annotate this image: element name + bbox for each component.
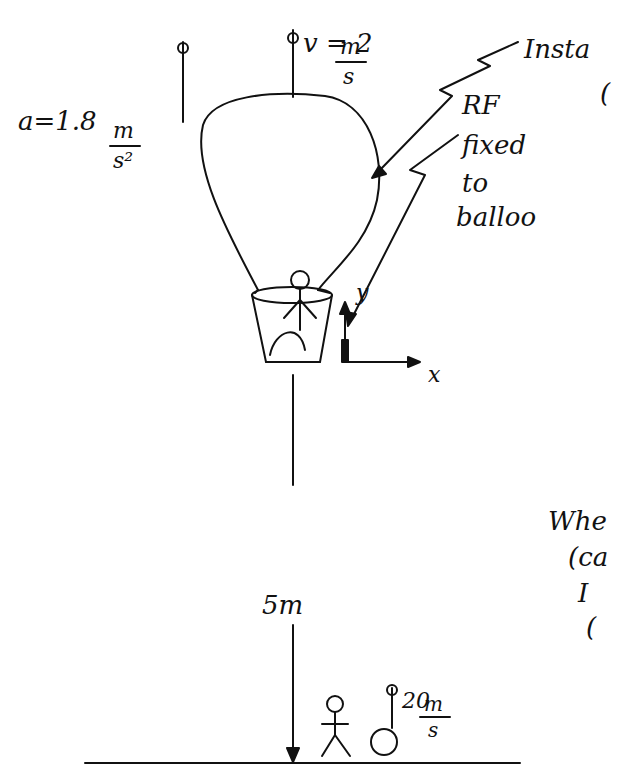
note-text: ( [586, 614, 596, 640]
callout-text: ( [600, 80, 610, 106]
quantity-label: v = 2 [303, 30, 373, 56]
callout-text: to [462, 170, 488, 196]
callout-text: balloo [456, 204, 536, 230]
unit-text: s [343, 66, 354, 88]
unit-text: m [424, 694, 443, 714]
callout-text: fixed [462, 132, 526, 158]
callout-text: RF [462, 92, 500, 118]
note-text: (ca [568, 544, 608, 570]
axis-label: x [428, 364, 440, 386]
callout-text: Insta [524, 36, 590, 62]
note-text: Whe [548, 508, 607, 534]
axis-label: y [356, 282, 368, 304]
quantity-label: a=1.8 [18, 108, 97, 134]
unit-text: m [113, 120, 134, 142]
unit-text: s² [113, 150, 133, 172]
dimension-label: 5m [262, 592, 303, 618]
unit-text: m [340, 36, 361, 58]
unit-text: s [428, 720, 438, 740]
note-text: I [578, 580, 588, 606]
